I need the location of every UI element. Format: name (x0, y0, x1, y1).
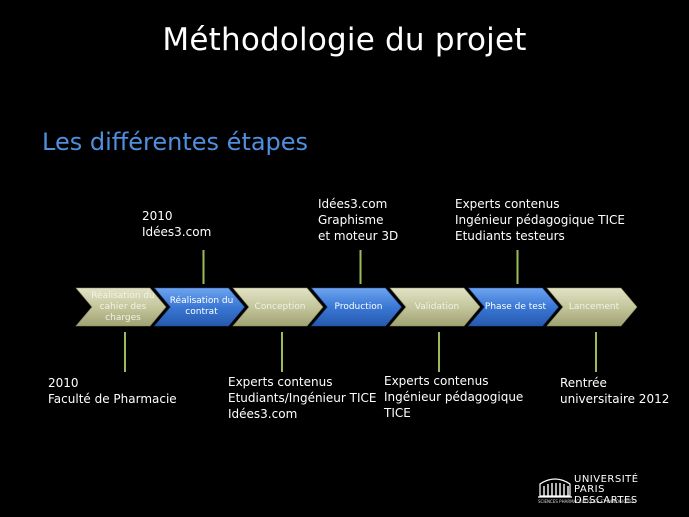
label-line: universitaire 2012 (560, 392, 670, 406)
label-line: et moteur 3D (318, 229, 399, 243)
label-top-production: Idées3.com Graphisme et moteur 3D (318, 196, 398, 244)
stage-label-validation: Validation (414, 301, 460, 312)
stage-chevron-contrat (153, 287, 245, 327)
stage-chevron-test (467, 287, 559, 327)
label-line: Rentrée (560, 376, 607, 390)
stage-chevron-validation (389, 287, 481, 327)
label-line: Etudiants testeurs (455, 229, 565, 243)
label-bottom-lancement: Rentrée universitaire 2012 (560, 375, 669, 407)
logo-line1: UNIVERSITÉ (574, 474, 639, 485)
university-emblem-icon (538, 478, 572, 498)
stage-chevrons (75, 287, 638, 327)
stage-label-cahier: Réalisation du cahier des charges (91, 290, 155, 323)
slide-subtitle: Les différentes étapes (42, 128, 309, 156)
label-line: Experts contenus (455, 197, 560, 211)
stage-chevron-cahier (75, 287, 167, 327)
stage-chevron-conception (232, 287, 324, 327)
label-line: Experts contenus (384, 374, 489, 388)
label-line: TICE (384, 406, 411, 420)
label-line: 2010 (48, 376, 79, 390)
stage-label-test: Phase de test (484, 301, 547, 312)
label-bottom-cahier: 2010 Faculté de Pharmacie (48, 375, 177, 407)
stage-label-contrat: Réalisation du contrat (169, 296, 234, 317)
slide-title: Méthodologie du projet (162, 22, 527, 58)
label-line: Idées3.com (142, 225, 212, 239)
stage-label-lancement: Lancement (568, 301, 620, 312)
stage-chevron-production (310, 287, 402, 327)
label-line: Graphisme (318, 213, 384, 227)
label-top-test: Experts contenus Ingénieur pédagogique T… (455, 196, 625, 244)
university-logo: UNIVERSITÉ PARIS DESCARTES SCIENCES PHAR… (538, 474, 668, 506)
label-line: Ingénieur pédagogique (384, 390, 524, 404)
label-line: Idées3.com (228, 407, 298, 421)
label-line: Idées3.com (318, 197, 388, 211)
logo-tagline: SCIENCES PHARMACEUTIQUES ET BIOLOGIQUES (538, 499, 635, 504)
stage-label-production: Production (334, 301, 383, 312)
label-line: Faculté de Pharmacie (48, 392, 177, 406)
label-line: Experts contenus (228, 375, 333, 389)
label-bottom-conception: Experts contenus Etudiants/Ingénieur TIC… (228, 374, 376, 422)
label-line: Etudiants/Ingénieur TICE (228, 391, 377, 405)
stage-chevron-lancement (546, 287, 638, 327)
label-line: Ingénieur pédagogique TICE (455, 213, 625, 227)
label-bottom-validation: Experts contenus Ingénieur pédagogique T… (384, 373, 523, 421)
label-top-contrat: 2010 Idées3.com (142, 208, 211, 240)
logo-line2: PARIS DESCARTES (574, 484, 638, 506)
stage-label-conception: Conception (254, 301, 306, 312)
connector-lines (124, 250, 597, 372)
label-line: 2010 (142, 209, 173, 223)
